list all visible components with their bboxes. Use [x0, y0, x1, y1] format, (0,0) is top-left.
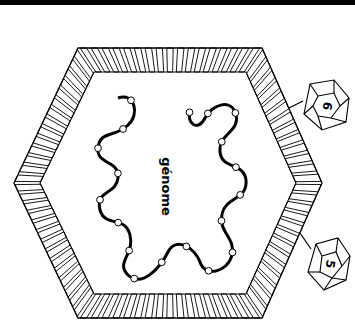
capsomer	[293, 184, 322, 192]
genome-protein	[126, 247, 133, 254]
genome-protein	[115, 219, 122, 226]
capsomer	[74, 50, 93, 79]
genome-protein	[158, 259, 165, 266]
capsomer	[167, 48, 173, 72]
genome-protein	[233, 164, 240, 171]
capsomer	[281, 143, 307, 156]
capsomer	[24, 156, 51, 166]
genome-protein	[218, 138, 225, 145]
capsomer	[134, 48, 146, 72]
genome-proteins	[95, 97, 244, 282]
capsid-inner-outline	[40, 72, 296, 294]
leader-line	[300, 233, 311, 249]
genome-protein	[131, 275, 138, 282]
capsomer	[185, 294, 195, 318]
capsomer	[167, 294, 173, 318]
capsomer	[285, 154, 312, 165]
capsomer-ring	[15, 48, 322, 318]
capsomer	[289, 193, 317, 202]
pentamer-icon	[308, 238, 350, 290]
capsomer	[156, 48, 164, 72]
genome-protein	[205, 110, 212, 117]
capsomer	[293, 174, 322, 182]
capsomer	[145, 294, 155, 318]
top-bar	[0, 0, 355, 5]
genome-protein	[183, 243, 190, 250]
capsomer	[24, 200, 51, 210]
capsomer	[194, 294, 206, 318]
capsomer	[176, 294, 184, 318]
genome-protein	[229, 249, 236, 256]
genome-label: génome	[159, 157, 172, 216]
genome-strand	[98, 97, 246, 279]
leader-line	[289, 101, 303, 108]
hexamer-icon	[304, 80, 349, 130]
genome-protein	[120, 126, 127, 133]
capsomer	[19, 192, 47, 200]
capsomer	[289, 164, 317, 173]
capsomer	[19, 165, 47, 173]
genome-protein	[205, 267, 212, 274]
capsomer	[145, 48, 155, 72]
capsomer	[15, 175, 43, 182]
genome-protein	[97, 196, 104, 203]
capsomer	[29, 208, 55, 220]
genome-protein	[232, 110, 239, 117]
capsomer	[156, 294, 164, 318]
genome-protein	[115, 170, 122, 177]
genome-protein	[95, 145, 102, 152]
capsomer	[176, 48, 184, 72]
genome-protein	[128, 97, 135, 104]
genome-protein	[218, 217, 225, 224]
capsid-outline	[14, 48, 322, 318]
genome-protein	[186, 109, 193, 116]
capsomer	[15, 184, 43, 191]
capsomer	[185, 48, 195, 72]
genome-protein	[237, 192, 244, 199]
